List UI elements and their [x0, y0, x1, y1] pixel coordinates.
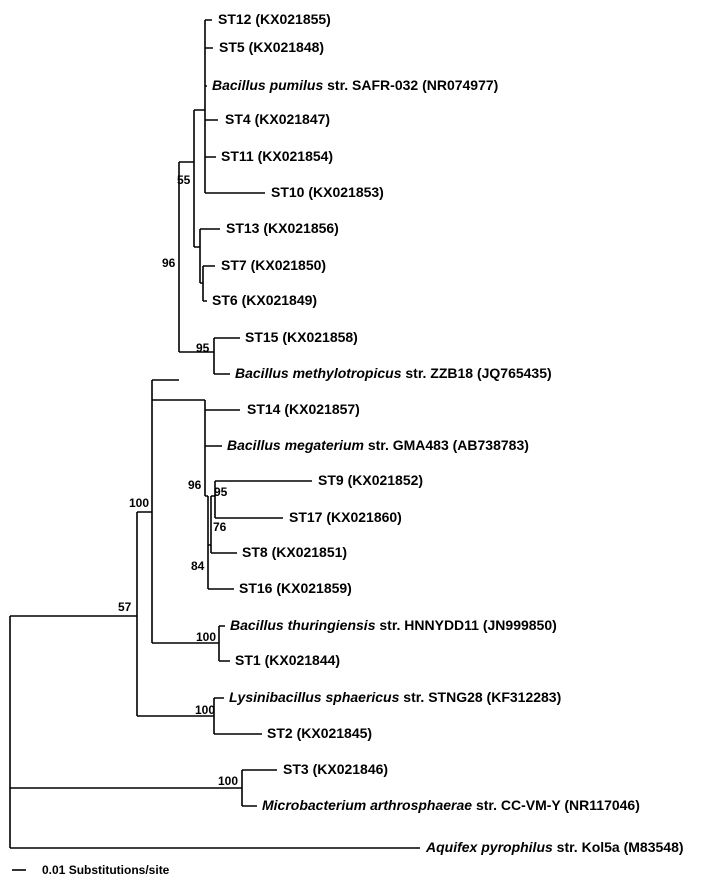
taxon-st8: ST8 (KX021851) — [242, 544, 347, 560]
taxon-st14: ST14 (KX021857) — [247, 401, 360, 417]
taxon-st9: ST9 (KX021852) — [318, 472, 423, 488]
bootstrap-76: 76 — [213, 520, 227, 534]
taxon-st7: ST7 (KX021850) — [221, 257, 326, 273]
taxon-st11: ST11 (KX021854) — [221, 148, 333, 164]
taxon-st4: ST4 (KX021847) — [225, 111, 330, 127]
bootstrap-95-st9: 95 — [214, 485, 228, 499]
taxon-st13: ST13 (KX021856) — [226, 220, 339, 236]
taxon-bacillus-megaterium: Bacillus megaterium str. GMA483 (AB73878… — [227, 437, 529, 453]
scale-bar: 0.01 Substitutions/site — [12, 863, 170, 877]
taxon-st10: ST10 (KX021853) — [271, 184, 384, 200]
scale-bar-label: 0.01 Substitutions/site — [42, 863, 170, 877]
taxon-st3: ST3 (KX021846) — [283, 761, 388, 777]
bootstrap-values: 55 96 95 100 96 95 76 84 57 100 100 100 — [118, 173, 238, 788]
bootstrap-55: 55 — [177, 173, 191, 187]
taxon-st5: ST5 (KX021848) — [219, 39, 324, 55]
taxon-bacillus-thuringiensis: Bacillus thuringiensis str. HNNYDD11 (JN… — [230, 617, 557, 633]
taxon-labels: ST12 (KX021855) ST5 (KX021848) Bacillus … — [212, 11, 684, 855]
taxon-st17: ST17 (KX021860) — [289, 509, 402, 525]
bootstrap-84: 84 — [191, 559, 205, 573]
taxon-st2: ST2 (KX021845) — [267, 725, 372, 741]
bootstrap-100-bacillus: 100 — [129, 496, 149, 510]
taxon-st15: ST15 (KX021858) — [245, 329, 358, 345]
taxon-st1: ST1 (KX021844) — [235, 652, 340, 668]
bootstrap-96-lower: 96 — [188, 478, 202, 492]
bootstrap-57: 57 — [118, 600, 132, 614]
taxon-st6: ST6 (KX021849) — [212, 292, 317, 308]
taxon-bacillus-methylotropicus: Bacillus methylotropicus str. ZZB18 (JQ7… — [235, 365, 552, 381]
bootstrap-95-st15: 95 — [196, 341, 210, 355]
taxon-st12: ST12 (KX021855) — [218, 11, 331, 27]
taxon-lysinibacillus-sphaericus: Lysinibacillus sphaericus str. STNG28 (K… — [229, 689, 561, 705]
taxon-microbacterium-arthrosphaerae: Microbacterium arthrosphaerae str. CC-VM… — [262, 797, 640, 813]
tree-branches — [9, 19, 420, 849]
taxon-st16: ST16 (KX021859) — [239, 580, 352, 596]
bootstrap-100-lysinibacillus: 100 — [195, 703, 215, 717]
taxon-aquifex-pyrophilus: Aquifex pyrophilus str. Kol5a (M83548) — [425, 839, 684, 855]
bootstrap-96-upper: 96 — [162, 256, 176, 270]
bootstrap-100-thuringiensis: 100 — [196, 630, 216, 644]
taxon-bacillus-pumilus: Bacillus pumilus str. SAFR-032 (NR074977… — [212, 77, 498, 93]
bootstrap-100-microbacterium: 100 — [218, 774, 238, 788]
